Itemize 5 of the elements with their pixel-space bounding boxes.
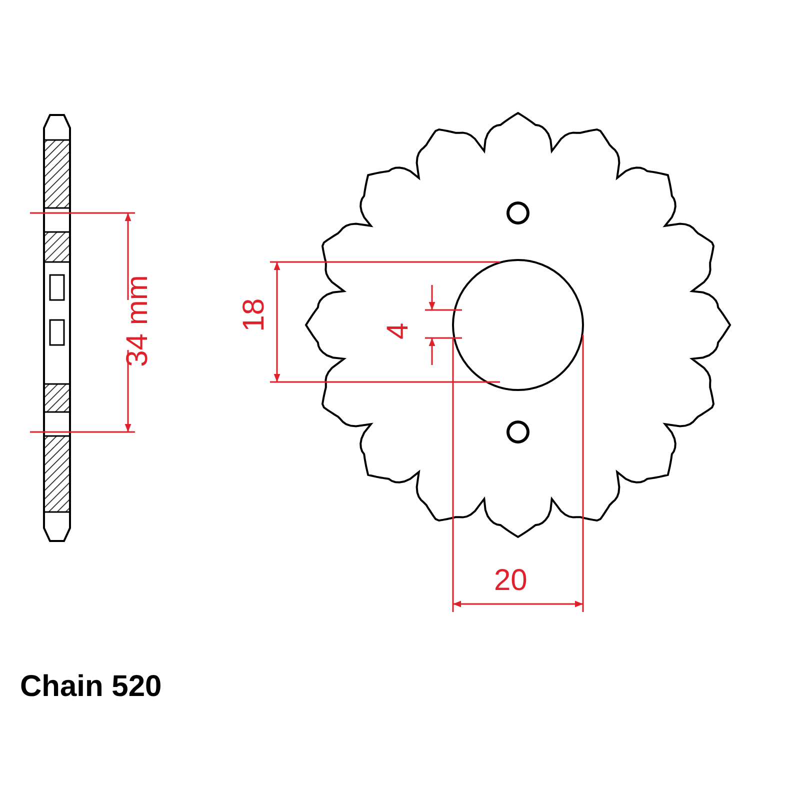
dimension-label: 20 [494, 566, 528, 596]
chain-size-label: Chain 520 [20, 672, 162, 702]
dimension-label: 18 [240, 298, 270, 332]
dimension-label: 34 mm [122, 275, 153, 367]
dimension-label: 4 [383, 322, 414, 340]
